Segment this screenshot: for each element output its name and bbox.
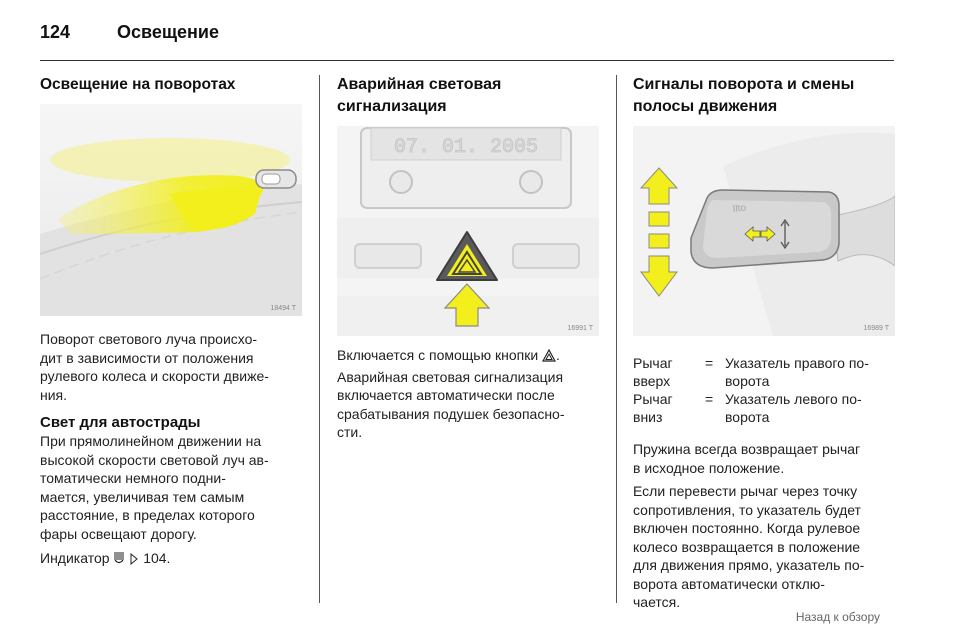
- figure-code: 18494 T: [270, 305, 296, 312]
- figure-code: 16991 T: [567, 325, 593, 332]
- motorway-paragraph: При прямолинейном движении на высокой ск…: [40, 433, 269, 542]
- cornering-light-illustration: 18494 T: [39, 104, 303, 316]
- hazard-button: [436, 231, 498, 281]
- display-readout: 07. 01. 2005: [394, 136, 538, 159]
- indicator-line: Индикатор 104.: [40, 550, 171, 566]
- road-beam-image: [39, 104, 303, 316]
- lever-up-arrow-icon: [639, 167, 679, 227]
- hazard-button-illustration: 07. 01. 2005 16991 T: [337, 126, 599, 336]
- subheading-motorway-light: Свет для автострады: [40, 414, 201, 431]
- header-rule: [40, 60, 894, 61]
- column-hazard-lights: Аварийная световая сигнализация 07. 01. …: [337, 74, 599, 442]
- column-divider-2: [616, 75, 617, 603]
- console-image: 07. 01. 2005: [337, 126, 599, 336]
- turn-signal-lever-illustration: Ilto 16989 T: [633, 126, 896, 336]
- press-arrow-icon: [443, 283, 491, 327]
- lever-image: Ilto: [633, 126, 896, 336]
- page-number: 124: [40, 22, 71, 42]
- back-to-overview-link[interactable]: Назад к обзору: [795, 610, 880, 624]
- column-cornering-light: Освещение на поворотах 184: [39, 74, 306, 568]
- lever-down-arrow-icon: [640, 233, 678, 297]
- turn-signal-lever: Ilto: [690, 189, 840, 269]
- section-heading-cornering: Освещение на поворотах: [40, 76, 236, 93]
- resistance-point-paragraph: Если перевести рычаг через точку сопроти…: [633, 483, 865, 610]
- svg-text:Ilto: Ilto: [732, 203, 747, 215]
- section-heading-turn-signals: Сигналы поворота и смены полосы движения: [633, 76, 855, 115]
- hazard-triangle-icon: [542, 349, 557, 362]
- page-title: Освещение: [117, 22, 219, 42]
- hazard-activation-line: Включается с помощью кнопки .: [337, 347, 560, 363]
- column-divider-1: [319, 75, 320, 603]
- indicator-page-ref: 104.: [143, 550, 171, 566]
- page-reference-arrow-icon: [130, 553, 139, 565]
- cornering-paragraph: Поворот светового луча происхо- дит в за…: [40, 331, 269, 403]
- section-heading-hazard: Аварийная световая сигнализация: [337, 76, 502, 115]
- headlight-indicator-icon: [114, 552, 124, 564]
- hazard-airbag-paragraph: Аварийная световая сигнализация включает…: [337, 368, 565, 441]
- spring-paragraph: Пружина всегда возвращает рычаг в исходн…: [633, 441, 861, 476]
- column-turn-signals: Сигналы поворота и смены полосы движения…: [633, 74, 896, 612]
- figure-code: 16989 T: [863, 325, 889, 332]
